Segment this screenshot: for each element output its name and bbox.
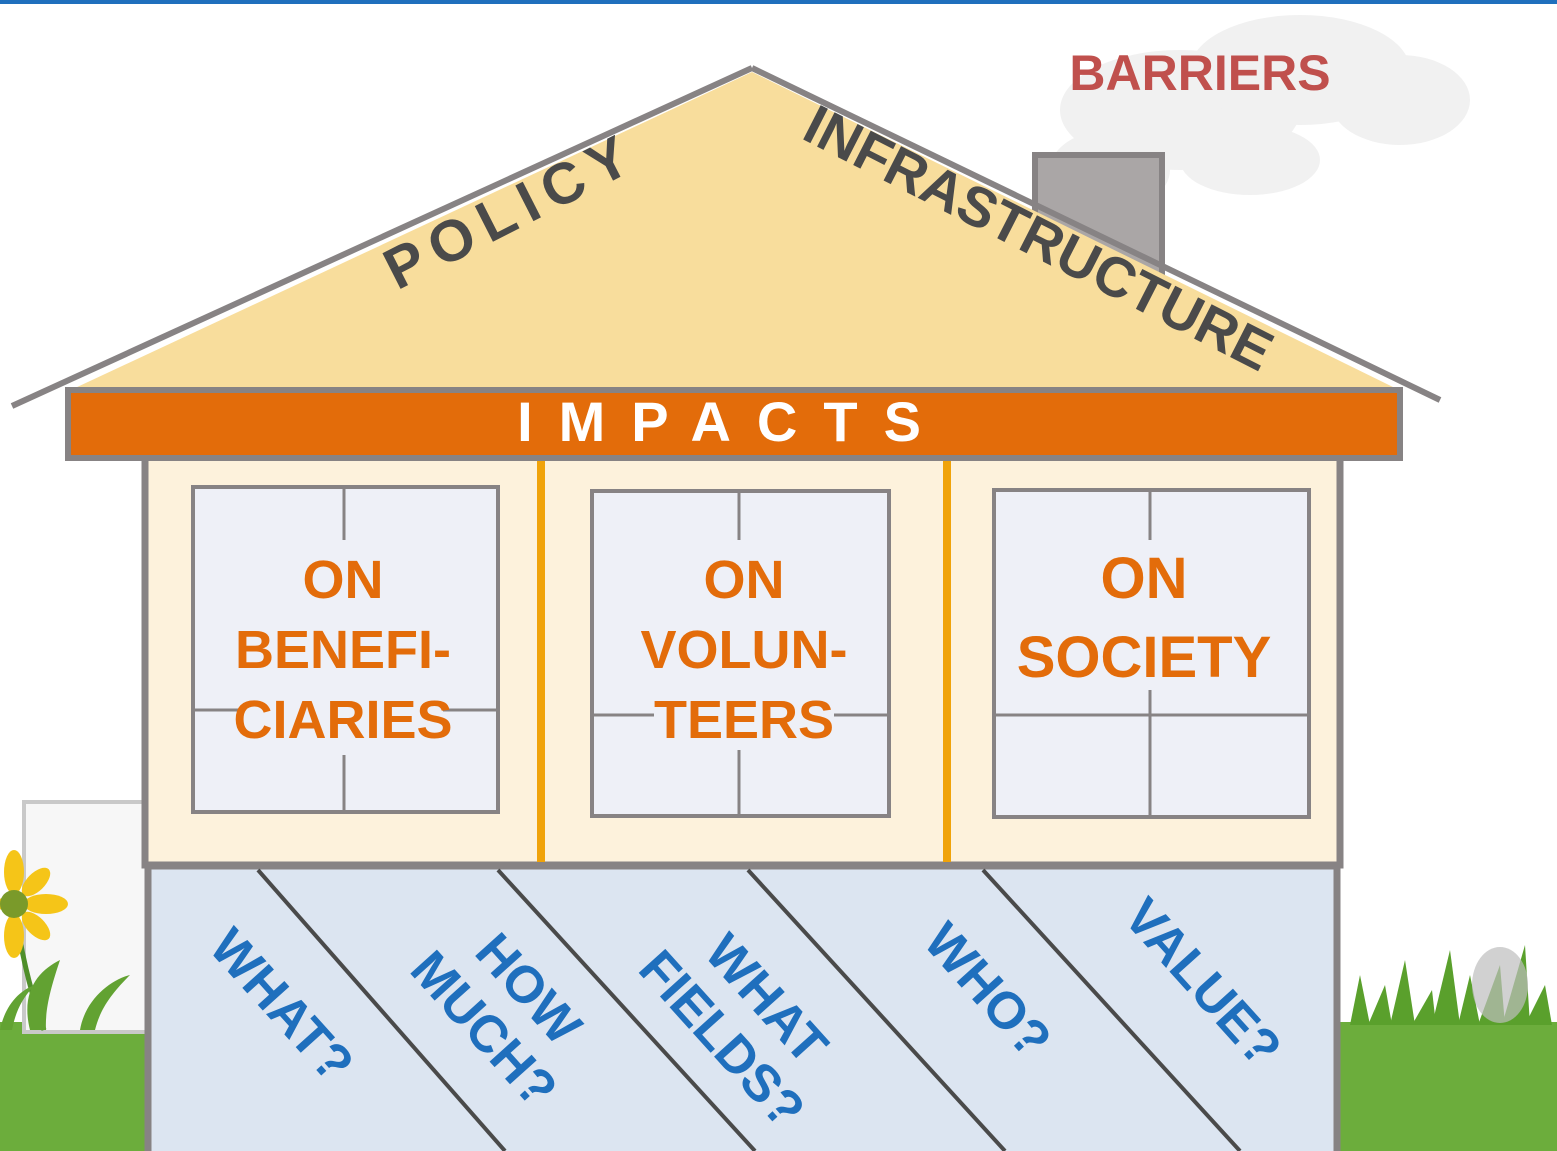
window-text-line: CIARIES: [233, 690, 452, 750]
window-text-line: TEERS: [654, 690, 834, 750]
barriers-label: BARRIERS: [1069, 45, 1330, 101]
foundation: [144, 862, 1341, 1151]
foundation-dividers: [256, 868, 1242, 1151]
grass-right: [1338, 1022, 1557, 1151]
flower-icon: [0, 850, 130, 1031]
window-society: [992, 488, 1311, 819]
window-text-line: ON: [1101, 546, 1188, 611]
roof: [75, 72, 1395, 388]
impacts-band: [65, 387, 1403, 461]
window-text-line: SOCIETY: [1017, 625, 1272, 690]
window-text-line: VOLUN-: [641, 620, 848, 680]
window-beneficiaries: [191, 485, 500, 814]
window-text-line: ON: [303, 550, 384, 610]
window-label-volunteers: ON VOLUN- TEERS: [641, 550, 848, 750]
grass-left: [0, 1022, 150, 1151]
window-label-beneficiaries: ON BENEFI- CIARIES: [233, 550, 452, 750]
roof-eave-right: [750, 65, 1442, 403]
grass-tuft-icon: [1350, 945, 1552, 1025]
top-border: [0, 0, 1557, 4]
impacts-label: IMPACTS: [517, 390, 947, 453]
window-text-line: ON: [704, 550, 785, 610]
roof-eave-left: [10, 65, 754, 409]
window-volunteers: [590, 489, 891, 818]
window-label-society: ON SOCIETY: [1017, 546, 1272, 690]
window-text-line: BENEFI-: [235, 620, 451, 680]
